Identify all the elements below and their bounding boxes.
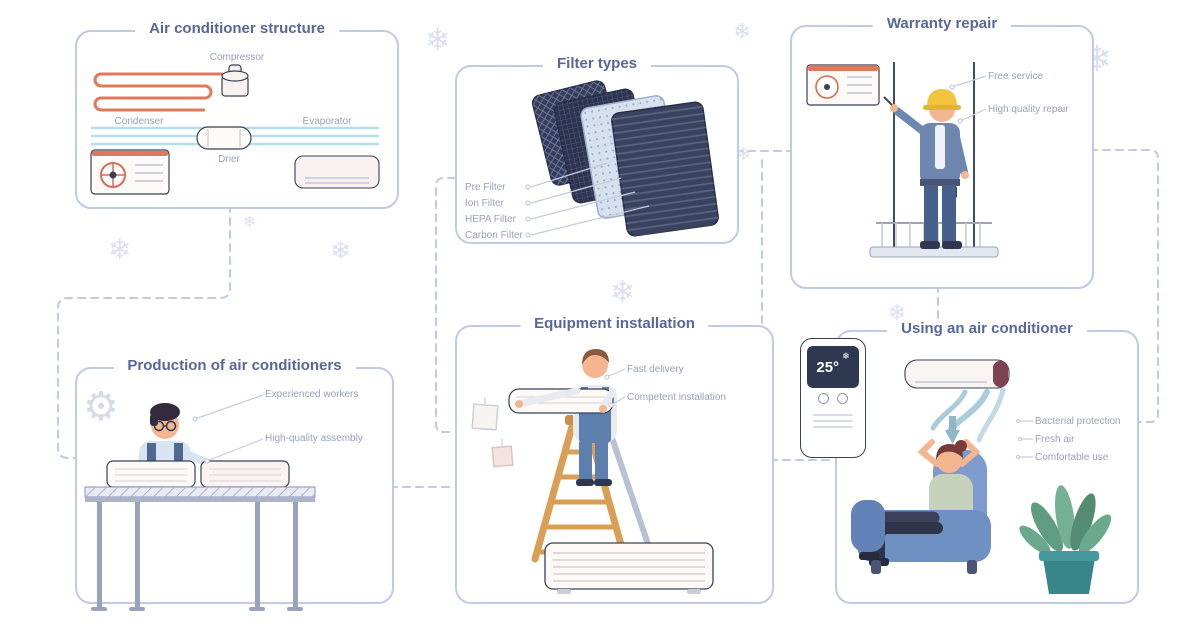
panel-installation: Equipment installation [455,315,774,604]
plant-icon [1019,485,1112,594]
thermostat-screen: 25° ❄ [807,346,859,388]
carbon-filter-icon [611,101,719,237]
installer-figure [508,349,617,486]
thermostat-temperature: 25° [816,358,840,376]
snowflake-icon: ❄ [733,20,752,45]
panel-title-warranty: Warranty repair [872,15,1012,32]
label-bacterial-protection: Bacterial protection [1035,416,1121,427]
usage-leader-lines [1015,418,1033,460]
panel-title-filters: Filter types [542,55,652,72]
label-high-quality-assembly: High-quality assembly [265,433,363,444]
label-fresh-air: Fresh air [1035,434,1075,445]
snowflake-icon: ❄ [425,23,451,58]
panel-production: Production of air conditioners ⚙ [75,357,394,611]
usage-illustration [851,359,1112,594]
armchair-icon [851,500,991,574]
drier-icon [196,126,252,150]
production-leader-lines [192,394,264,464]
filters-illustration [525,80,719,238]
production-illustration [84,394,316,611]
snowflake-icon: ❄ [243,212,257,231]
label-hepa-filter: HEPA Filter [465,214,516,225]
label-high-quality-repair: High quality repair [988,104,1069,115]
wall-ac-unit-icon [806,64,880,106]
panel-structure: Air conditioner structure [75,20,399,209]
label-ion-filter: Ion Filter [465,198,504,209]
label-comfortable-use: Comfortable use [1035,452,1109,463]
label-competent-installation: Competent installation [627,392,726,403]
assembled-ac-units [106,460,290,488]
connector-warranty-right-loop [1089,149,1159,423]
label-compressor: Compressor [209,52,265,63]
technician-figure [883,89,969,249]
panel-usage: Using an air conditioner [835,320,1139,604]
label-carbon-filter: Carbon Filter [465,230,523,241]
conveyor-table-icon [84,486,316,611]
structure-diagram [90,64,380,195]
snowflake-icon: ❄ [108,233,132,266]
label-fast-delivery: Fast delivery [627,364,684,375]
thermostat-vents [813,414,853,428]
installation-illustration [471,349,714,594]
wall-ac-icon [904,359,1010,389]
snowflake-icon: ❄ [888,301,907,326]
condenser-coil-icon [93,72,223,112]
panel-title-usage: Using an air conditioner [887,320,1087,337]
label-experienced-workers: Experienced workers [265,389,359,400]
panel-filters: Filter types [455,55,739,244]
thermostat-mode-button [837,393,848,404]
airflow-icon [930,387,1006,444]
label-free-service: Free service [988,71,1044,82]
indoor-unit-icon [294,155,380,189]
panel-title-structure: Air conditioner structure [135,20,339,37]
installation-leader-lines [604,368,626,408]
snowflake-icon: ❄ [736,144,752,165]
panel-title-installation: Equipment installation [520,315,709,332]
thermostat-device: 25° ❄ [800,338,866,458]
panel-title-production: Production of air conditioners [113,357,356,374]
filter-leader-lines [525,162,650,238]
snowflake-icon: ❄ [330,236,351,265]
connector-filters-installation [435,177,456,433]
connector-structure-production [57,204,231,459]
gear-icon: ⚙ [83,384,119,430]
label-drier: Drier [218,154,240,165]
thermostat-power-button [818,393,829,404]
compressor-icon [221,64,249,97]
warranty-illustration [806,62,999,258]
outdoor-unit-icon [90,149,170,195]
snowflake-mode-icon: ❄ [842,352,850,362]
warranty-leader-lines [949,75,987,124]
panel-warranty: Warranty repair [790,15,1094,289]
label-condenser: Condenser [114,116,164,127]
snowflake-icon: ❄ [610,275,636,310]
picture-frames-icon [471,397,514,468]
label-evaporator: Evaporator [302,116,352,127]
floor-ac-unit-icon [544,542,714,594]
label-pre-filter: Pre Filter [465,182,506,193]
